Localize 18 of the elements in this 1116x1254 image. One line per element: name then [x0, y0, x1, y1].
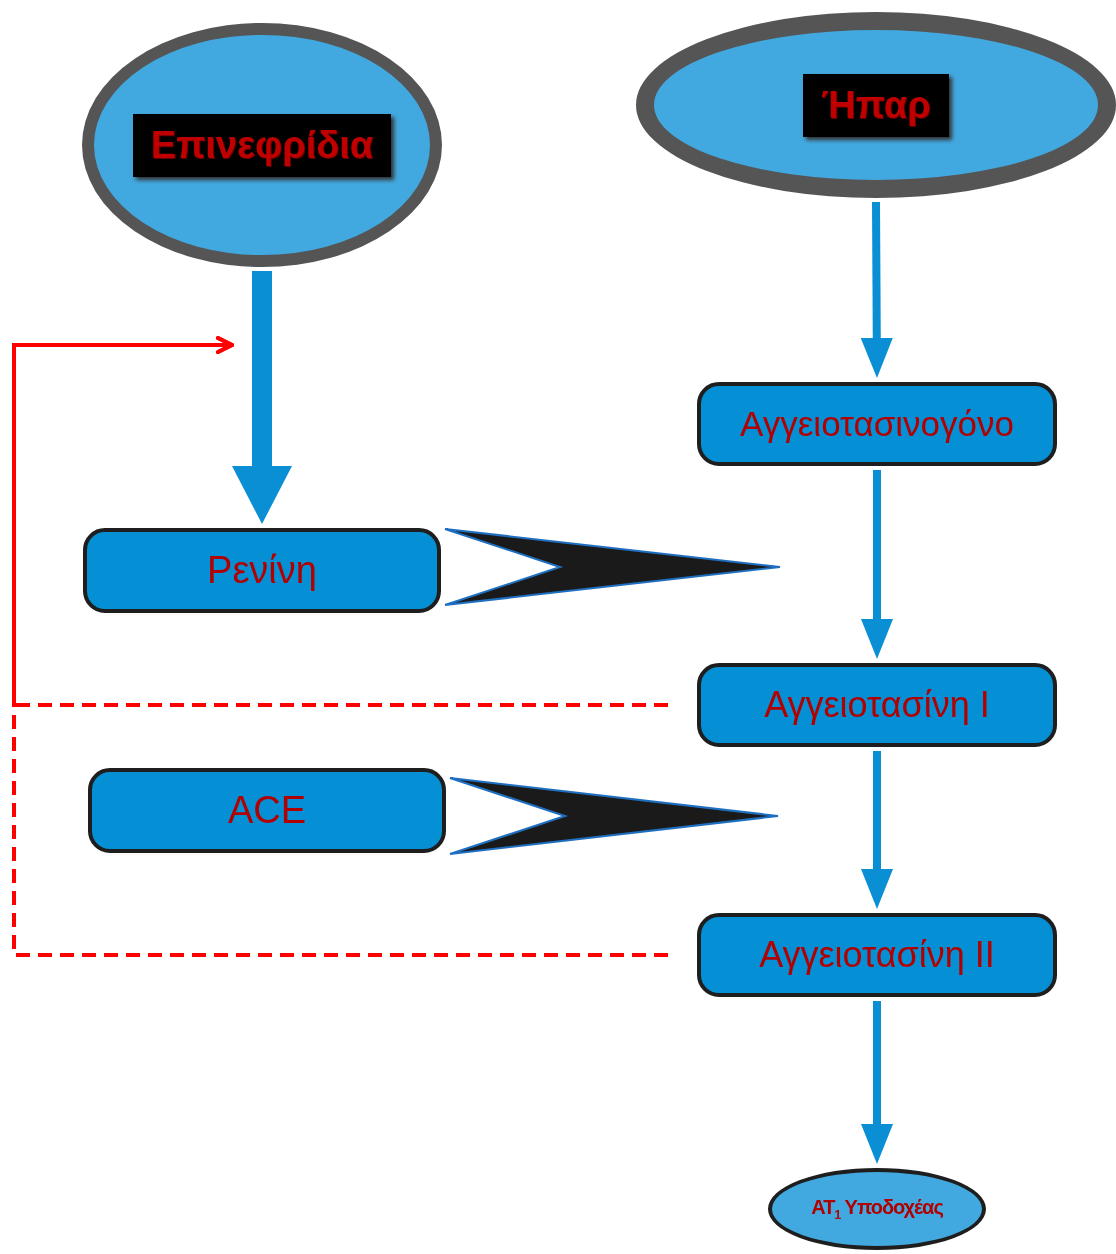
node-label: Αγγειοτασίνη ΙΙ: [759, 934, 995, 976]
arrow: [232, 271, 292, 524]
chevron-arrow: [444, 528, 781, 606]
chevron-arrow: [449, 777, 779, 855]
process-box: [697, 382, 1057, 466]
process-box: [83, 528, 441, 613]
arrow: [12, 336, 668, 957]
node-label: Αγγειοτασινογόνο: [740, 404, 1014, 444]
process-box: [88, 768, 446, 853]
process-box: [697, 913, 1057, 997]
node-label: ACE: [227, 789, 307, 832]
node-label: Επινεφρίδια: [132, 113, 392, 177]
node-label: AT$_{1}$ Υποδοχέας: [811, 1196, 943, 1222]
node-label: Ήπαρ: [803, 73, 949, 137]
process-box: [697, 663, 1057, 747]
node-label: Αγγειοτασίνη Ι: [764, 684, 990, 726]
arrow: [860, 201, 893, 378]
node-label: Ρενίνη: [207, 549, 317, 592]
